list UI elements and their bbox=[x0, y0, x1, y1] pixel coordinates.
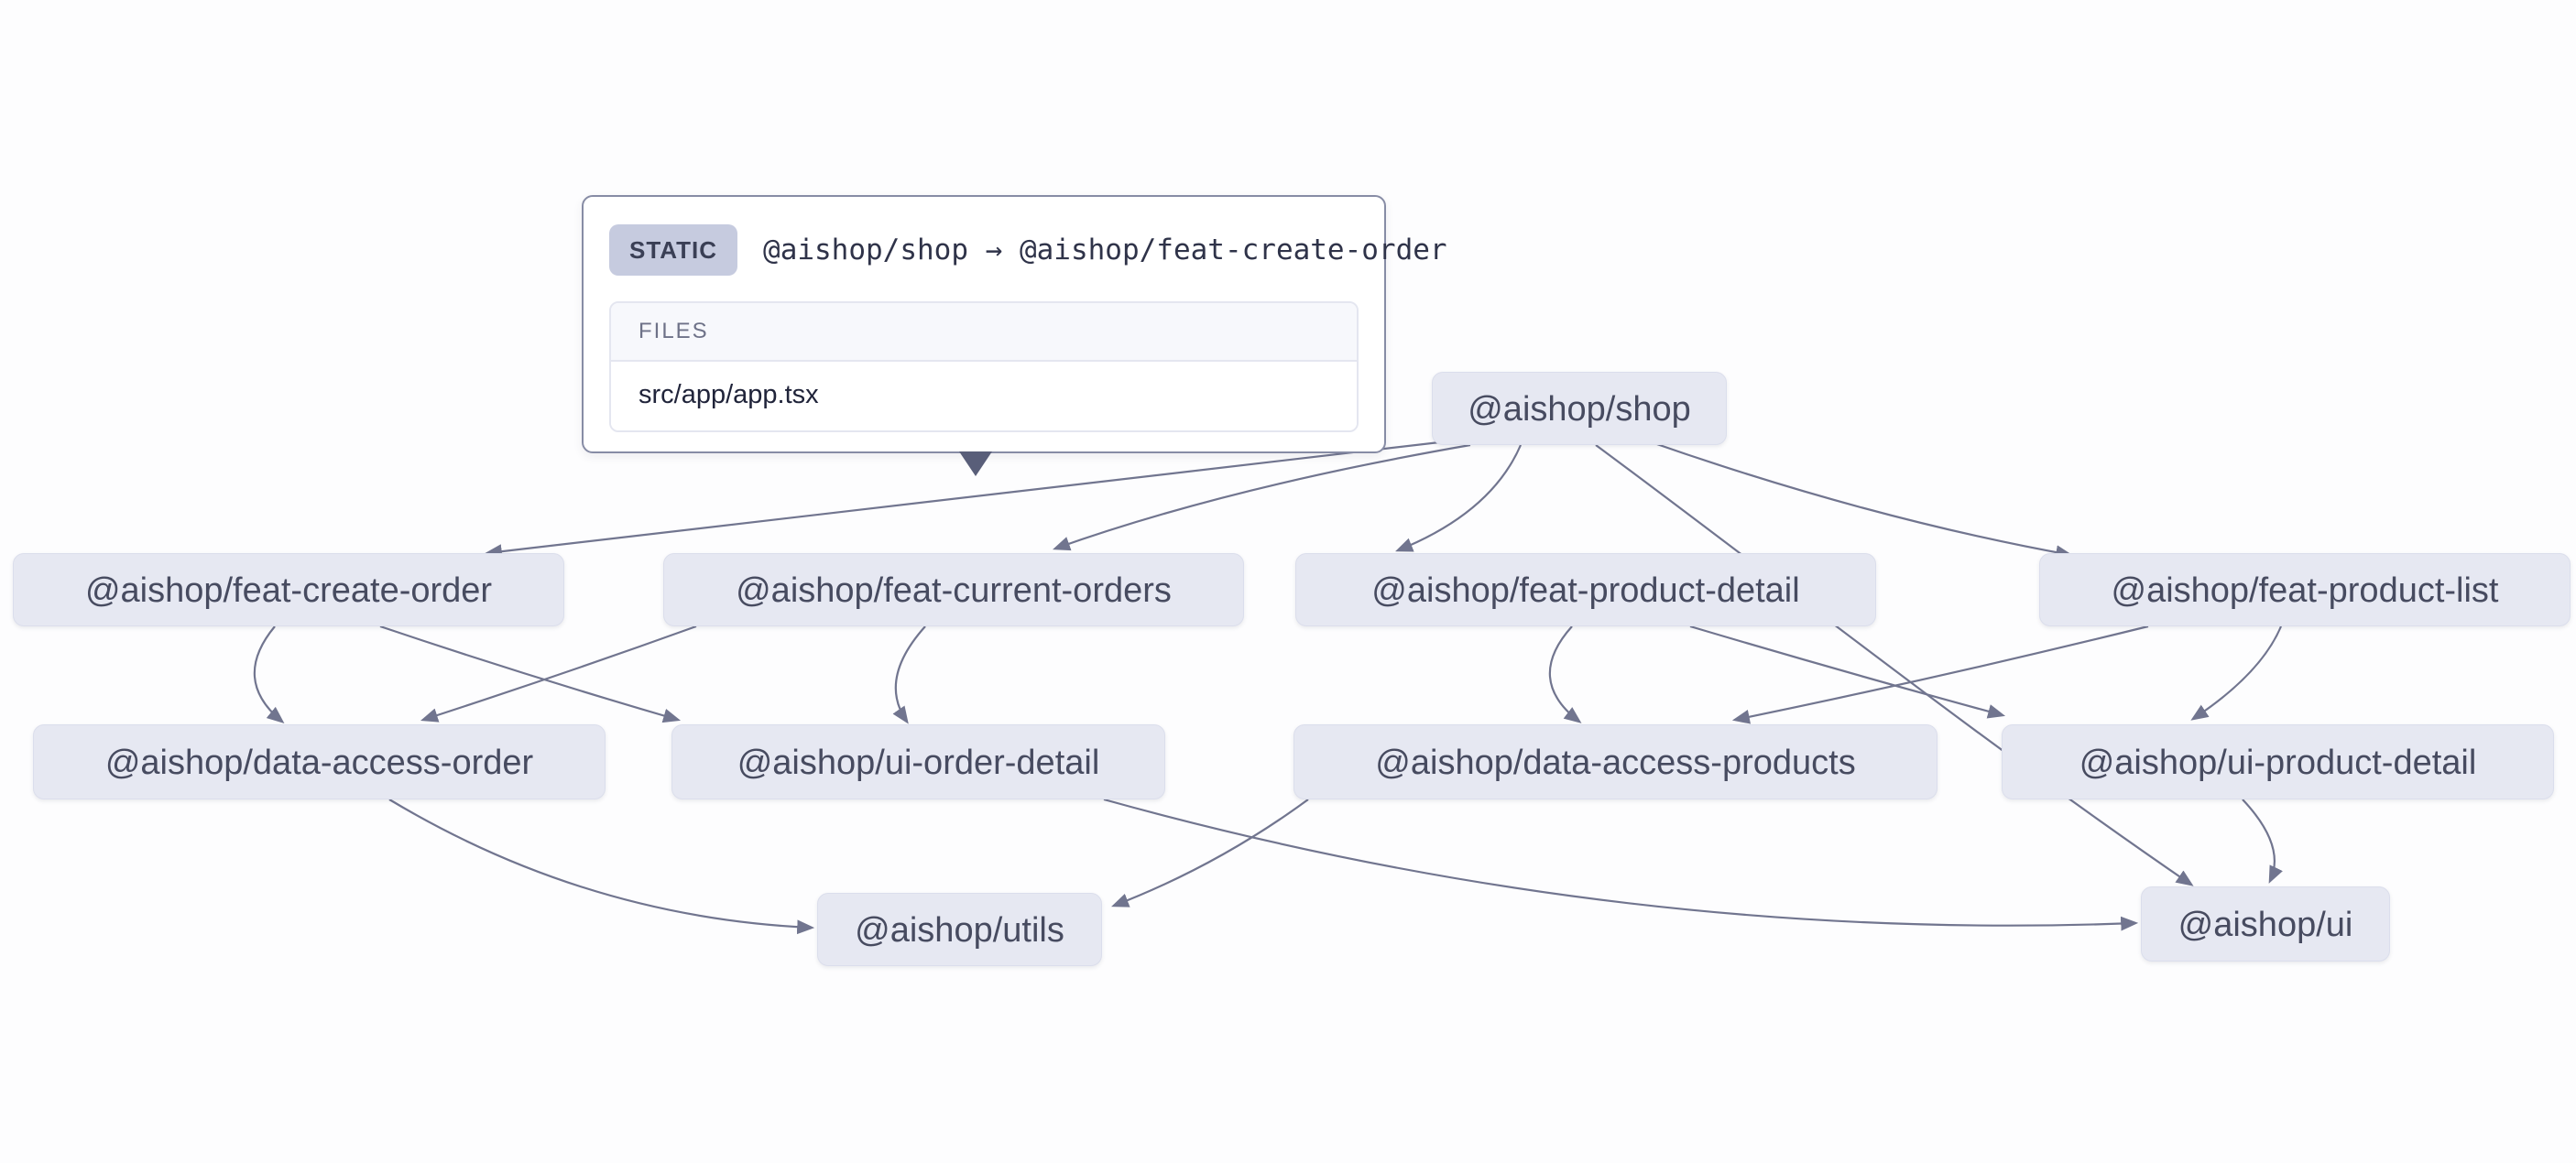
edge-shop-to-ui[interactable] bbox=[1595, 444, 2194, 886]
graph-node-utils[interactable]: @aishop/utils bbox=[817, 893, 1102, 966]
tooltip-caret-icon bbox=[959, 451, 992, 476]
edge-feat-product-detail-to-ui-product-detail[interactable] bbox=[1689, 625, 2006, 719]
graph-node-feat-product-detail[interactable]: @aishop/feat-product-detail bbox=[1295, 553, 1876, 626]
graph-node-data-access-order[interactable]: @aishop/data-access-order bbox=[33, 724, 606, 799]
edge-tooltip-header: STATIC @aishop/shop → @aishop/feat-creat… bbox=[609, 224, 1447, 276]
edge-type-badge: STATIC bbox=[609, 224, 738, 276]
graph-node-feat-product-list[interactable]: @aishop/feat-product-list bbox=[2039, 553, 2571, 626]
graph-node-ui[interactable]: @aishop/ui bbox=[2141, 886, 2390, 962]
edge-feat-create-order-to-data-access-order[interactable] bbox=[253, 625, 285, 724]
graph-node-feat-create-order[interactable]: @aishop/feat-create-order bbox=[13, 553, 564, 626]
graph-node-feat-current-orders[interactable]: @aishop/feat-current-orders bbox=[663, 553, 1244, 626]
edge-data-access-order-to-utils[interactable] bbox=[388, 799, 815, 935]
graph-node-data-access-products[interactable]: @aishop/data-access-products bbox=[1293, 724, 1937, 799]
edge-feat-create-order-to-ui-order-detail[interactable] bbox=[379, 625, 682, 723]
edge-feat-product-detail-to-data-access-products[interactable] bbox=[1548, 625, 1582, 723]
edge-tooltip-title: @aishop/shop → @aishop/feat-create-order bbox=[763, 234, 1447, 266]
edge-ui-product-detail-to-ui[interactable] bbox=[2242, 799, 2283, 884]
graph-node-shop[interactable]: @aishop/shop bbox=[1432, 372, 1727, 445]
edge-data-access-products-to-utils[interactable] bbox=[1111, 799, 1309, 908]
files-panel-header: FILES bbox=[611, 303, 1357, 362]
edge-ui-order-detail-to-ui[interactable] bbox=[1103, 798, 2139, 931]
edge-feat-product-list-to-ui-product-detail[interactable] bbox=[2190, 625, 2283, 721]
edge-tooltip: STATIC @aishop/shop → @aishop/feat-creat… bbox=[582, 195, 1447, 453]
edge-shop-to-feat-product-list[interactable] bbox=[1648, 440, 2074, 560]
files-panel: FILES src/app/app.tsx bbox=[609, 301, 1359, 432]
edge-shop-to-feat-current-orders[interactable] bbox=[1053, 443, 1471, 551]
edge-shop-to-feat-create-order[interactable] bbox=[484, 440, 1448, 560]
edge-feat-product-list-to-data-access-products[interactable] bbox=[1731, 625, 2149, 724]
graph-node-ui-product-detail[interactable]: @aishop/ui-product-detail bbox=[2002, 724, 2554, 799]
edge-feat-current-orders-to-data-access-order[interactable] bbox=[420, 625, 697, 723]
edge-feat-current-orders-to-ui-order-detail[interactable] bbox=[892, 625, 926, 724]
edge-shop-to-feat-product-detail[interactable] bbox=[1395, 444, 1523, 552]
files-list: src/app/app.tsx bbox=[611, 362, 1357, 430]
file-row: src/app/app.tsx bbox=[611, 362, 1357, 430]
graph-node-ui-order-detail[interactable]: @aishop/ui-order-detail bbox=[671, 724, 1165, 799]
